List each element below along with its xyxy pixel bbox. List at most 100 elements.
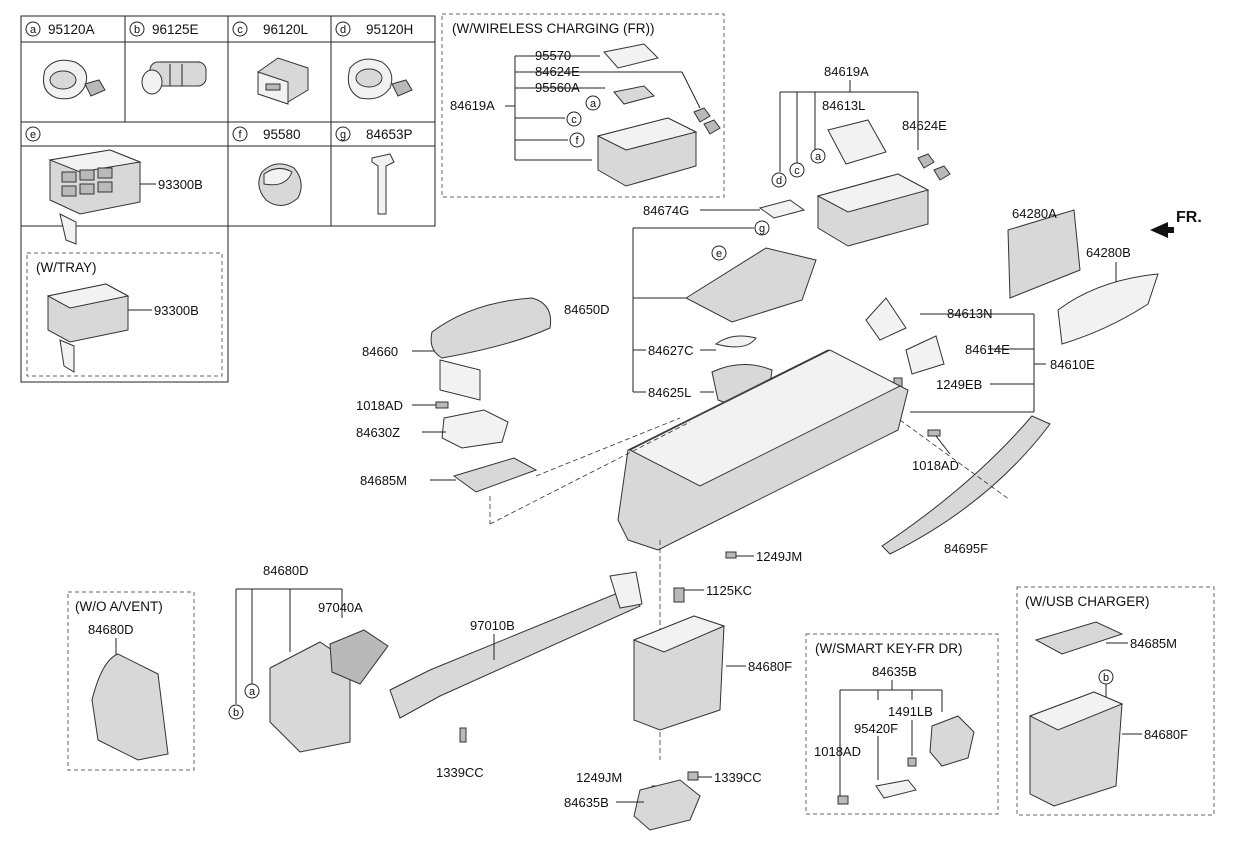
part-label-84624e[interactable]: 84624E bbox=[535, 64, 580, 79]
bolt-icon bbox=[435, 401, 449, 409]
bolt-icon bbox=[837, 795, 849, 805]
part-label-93300b-tray[interactable]: 93300B bbox=[154, 303, 199, 318]
part-label-84695f[interactable]: 84695F bbox=[944, 541, 988, 556]
callout-letter: a bbox=[590, 98, 597, 110]
mat-image bbox=[452, 457, 538, 493]
part-label-95420f[interactable]: 95420F bbox=[854, 721, 898, 736]
part-label-84685m-usb[interactable]: 84685M bbox=[1130, 636, 1177, 651]
part-label-84680d[interactable]: 84680D bbox=[263, 563, 309, 578]
side-cover-64280b-image bbox=[1057, 273, 1159, 345]
legend-cell-g[interactable]: g 84653P bbox=[335, 126, 413, 142]
callout-letter: e bbox=[716, 248, 722, 260]
nut-icon bbox=[907, 757, 917, 767]
cover-image bbox=[758, 199, 806, 219]
callout-letter: b bbox=[233, 707, 239, 719]
legend-part-number: 95580 bbox=[263, 127, 301, 142]
legend-letter: a bbox=[30, 24, 37, 36]
legend-letter: g bbox=[340, 129, 346, 141]
tray-image bbox=[46, 283, 130, 373]
legend-cell-a[interactable]: a 95120A bbox=[25, 21, 95, 37]
callout-letter: c bbox=[794, 165, 800, 177]
part-label-1249jm-lower[interactable]: 1339CC bbox=[436, 765, 484, 780]
part-label-1339cc[interactable]: 1339CC bbox=[714, 770, 762, 785]
power-outlet-d-image bbox=[347, 58, 413, 100]
part-label-84680d-novent[interactable]: 84680D bbox=[88, 622, 134, 637]
part-label-95560a[interactable]: 95560A bbox=[535, 80, 580, 95]
console-top-image bbox=[628, 349, 902, 487]
part-label-97010b[interactable]: 97010B bbox=[470, 618, 515, 633]
knob-f-image bbox=[258, 163, 302, 206]
part-label-1125kc[interactable]: 1125KC bbox=[706, 583, 752, 598]
callout-letter: d bbox=[776, 175, 782, 187]
part-label-84680f[interactable]: 84680F bbox=[748, 659, 792, 674]
part-label-84680f-usb[interactable]: 84680F bbox=[1144, 727, 1188, 742]
legend-letter: b bbox=[134, 24, 140, 36]
usb-charger-b-image bbox=[141, 61, 207, 95]
wireless-charging-section: (W/WIRELESS CHARGING (FR)) 95570 84624E … bbox=[441, 13, 725, 198]
part-label-84635b[interactable]: 84635B bbox=[564, 795, 609, 810]
part-label-84674g[interactable]: 84674G bbox=[643, 203, 689, 218]
wireless-pad-image bbox=[596, 43, 721, 187]
power-outlet-a-image bbox=[43, 59, 106, 100]
part-label-84610e[interactable]: 84610E bbox=[1050, 357, 1095, 372]
part-label-84635b-smart[interactable]: 84635B bbox=[872, 664, 917, 679]
part-label-84614e[interactable]: 84614E bbox=[965, 342, 1010, 357]
cup-ring-image bbox=[714, 335, 757, 348]
side-cover-64280a-image bbox=[1007, 209, 1081, 299]
part-label-1491lb[interactable]: 1491LB bbox=[888, 704, 933, 719]
part-label-84624e-right[interactable]: 84624E bbox=[902, 118, 947, 133]
usb-storage-box-top-image bbox=[1028, 691, 1124, 731]
part-label-1249eb[interactable]: 1249EB bbox=[936, 377, 982, 392]
part-label-84627c[interactable]: 84627C bbox=[648, 343, 694, 358]
legend-cell-f[interactable]: f 95580 bbox=[232, 126, 301, 142]
part-label-84660[interactable]: 84660 bbox=[362, 344, 398, 359]
upper-right-assembly: 84619A 84613L 84624E a c d FR. bbox=[771, 64, 1202, 247]
tray-insert-image bbox=[441, 409, 509, 449]
part-label-84685m[interactable]: 84685M bbox=[360, 473, 407, 488]
bracket-84635b-image bbox=[633, 779, 701, 831]
part-label-64280a[interactable]: 64280A bbox=[1012, 206, 1057, 221]
part-label-97040a[interactable]: 97040A bbox=[318, 600, 363, 615]
usb-heading: (W/USB CHARGER) bbox=[1025, 594, 1150, 609]
legend-part-number: 84653P bbox=[366, 127, 413, 142]
clip-g-image bbox=[371, 153, 395, 215]
armrest-image bbox=[430, 297, 552, 359]
lower-panel-image bbox=[269, 641, 351, 753]
no-vent-panel-image bbox=[91, 653, 169, 761]
part-label-95570[interactable]: 95570 bbox=[535, 48, 571, 63]
part-label-1249jm[interactable]: 1249JM bbox=[756, 549, 802, 564]
screw-icon bbox=[673, 587, 685, 603]
smart-key-antenna-image bbox=[875, 779, 917, 799]
duct-image bbox=[389, 587, 641, 719]
callout-letter: c bbox=[571, 114, 577, 126]
legend-table: a 95120A b 96125E c 96120L d 95120H bbox=[20, 15, 436, 383]
lower-assembly: 84680D 97040A a b 97010B 1339CC 1125KC 8… bbox=[228, 563, 792, 831]
console-upper-panel-image bbox=[684, 247, 817, 323]
vent-image bbox=[329, 629, 389, 685]
legend-cell-e[interactable]: e bbox=[25, 126, 41, 142]
part-label-84613l[interactable]: 84613L bbox=[822, 98, 865, 113]
part-label-84625l[interactable]: 84625L bbox=[648, 385, 691, 400]
nut-icon bbox=[687, 771, 699, 781]
part-label-1018ad[interactable]: 1018AD bbox=[356, 398, 403, 413]
part-label-84613n[interactable]: 84613N bbox=[947, 306, 993, 321]
smart-key-heading: (W/SMART KEY-FR DR) bbox=[815, 641, 963, 656]
part-label-64280b[interactable]: 64280B bbox=[1086, 245, 1131, 260]
legend-cell-c[interactable]: c 96120L bbox=[232, 21, 309, 37]
switch-assembly-image bbox=[48, 149, 142, 245]
part-label-84619a-right[interactable]: 84619A bbox=[824, 64, 869, 79]
part-label-93300b[interactable]: 93300B bbox=[158, 177, 203, 192]
part-label-84619a[interactable]: 84619A bbox=[450, 98, 495, 113]
part-label-1018ad-smart[interactable]: 1018AD bbox=[814, 744, 861, 759]
part-label-1249jm-box[interactable]: 1249JM bbox=[576, 770, 622, 785]
screw-icon bbox=[459, 727, 467, 743]
part-label-1018ad-right[interactable]: 1018AD bbox=[912, 458, 959, 473]
legend-cell-b[interactable]: b 96125E bbox=[129, 21, 199, 37]
legend-cell-d[interactable]: d 95120H bbox=[335, 21, 413, 37]
part-label-84650d[interactable]: 84650D bbox=[564, 302, 610, 317]
front-arrow-icon bbox=[1150, 222, 1174, 238]
part-label-84630z[interactable]: 84630Z bbox=[356, 425, 400, 440]
bolt-icon bbox=[725, 551, 737, 559]
